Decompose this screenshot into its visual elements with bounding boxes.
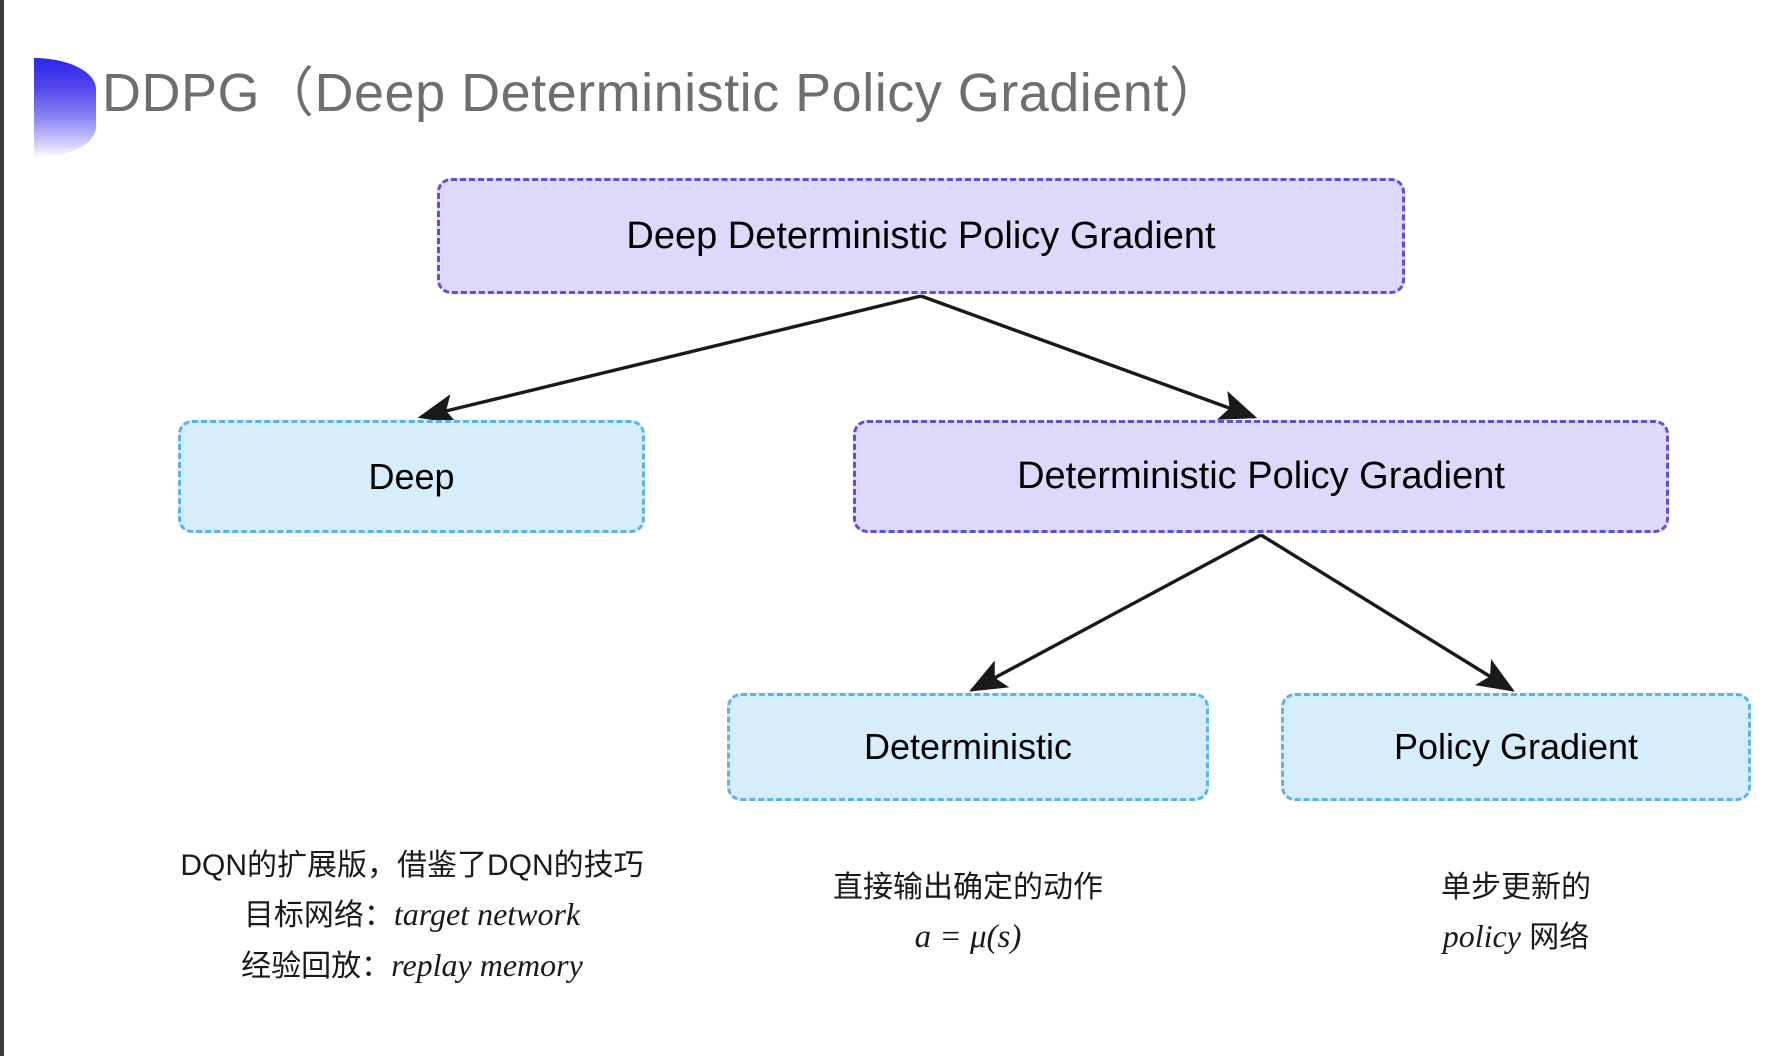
caption-deep-line-3-label: 经验回放： [241,949,392,983]
page-title: DDPG（Deep Deterministic Policy Gradient） [102,63,1224,123]
caption-deterministic-formula: a = μ(s) [914,919,1022,956]
node-deterministic-policy-gradient[interactable]: Deterministic Policy Gradient [853,420,1669,533]
caption-deep-line-2-label: 目标网络： [243,899,394,933]
caption-deterministic-line-1: 直接输出确定的动作 [833,871,1103,904]
caption-deep: DQN的扩展版，借鉴了DQN的技巧 目标网络：target network 经验… [4,842,820,990]
caption-policy-gradient-line-2: policy 网络 [1281,911,1751,962]
caption-deep-line-1: DQN的扩展版，借鉴了DQN的技巧 [180,849,644,882]
edge-root-to-deep [417,294,922,424]
caption-deterministic: 直接输出确定的动作 a = μ(s) [727,864,1209,964]
node-policy-gradient[interactable]: Policy Gradient [1281,693,1751,801]
node-deep[interactable]: Deep [178,420,645,533]
caption-policy-gradient-line-1: 单步更新的 [1441,871,1591,904]
ddpg-decomposition-diagram: Deep Deterministic Policy Gradient Deep … [4,0,1778,1056]
caption-deep-line-2-term: target network [393,896,581,933]
title-bullet-icon [34,58,96,158]
caption-policy-gradient-suffix: 网络 [1520,921,1590,955]
caption-policy-gradient: 单步更新的 policy 网络 [1281,864,1751,962]
caption-policy-gradient-term: policy [1442,918,1521,955]
edge-dpg-to-deterministic [969,533,1262,692]
edge-dpg-to-policy-gradient [1260,533,1515,692]
caption-deep-line-3-term: replay memory [391,946,583,983]
caption-deep-line-3: 经验回放：replay memory [4,940,820,991]
node-deterministic[interactable]: Deterministic [727,693,1209,801]
caption-deep-line-2: 目标网络：target network [4,889,820,940]
edge-root-to-dpg [920,294,1258,420]
node-deep-deterministic-policy-gradient[interactable]: Deep Deterministic Policy Gradient [437,178,1405,294]
